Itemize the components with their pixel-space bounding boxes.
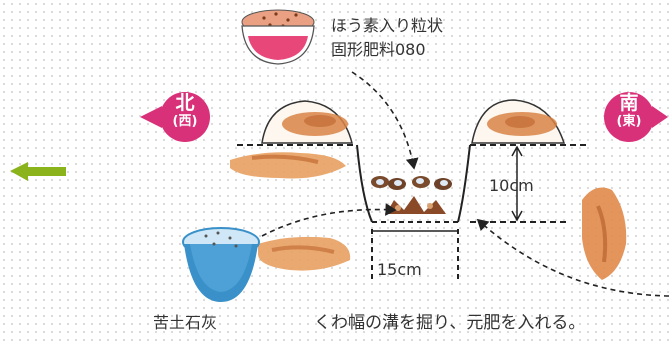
- caption: くわ幅の溝を掘り、元肥を入れる。: [314, 313, 586, 333]
- depth-dimension: [470, 145, 570, 223]
- right-ridge: [471, 99, 566, 144]
- width-dimension: [371, 229, 459, 282]
- width-pointer-arrow: [476, 218, 669, 297]
- north-label: 北 (西): [162, 93, 208, 130]
- soil-patches: [230, 152, 627, 280]
- fertilizer-bowl: [241, 9, 315, 65]
- fertilizer-label-line1: ほう素入り粒状: [331, 16, 444, 35]
- left-ridge: [261, 100, 353, 144]
- width-label: 15cm: [377, 260, 422, 279]
- south-subtext: (東): [616, 114, 642, 129]
- fertilizer-label: ほう素入り粒状 固形肥料080: [331, 14, 443, 62]
- trench: [356, 144, 471, 223]
- lime-label: 苦土石灰: [153, 313, 218, 332]
- depth-label: 10cm: [489, 176, 534, 195]
- direction-arrow: [10, 162, 66, 181]
- lime-bowl: [182, 227, 260, 302]
- fertilizer-label-line2: 固形肥料080: [331, 40, 426, 59]
- south-label: 南 (東): [606, 93, 652, 130]
- trench-contents: [371, 176, 452, 214]
- lime-arrow: [261, 203, 397, 237]
- south-badge: [604, 92, 668, 142]
- north-subtext: (西): [172, 114, 198, 129]
- south-text: 南: [619, 92, 639, 114]
- north-text: 北: [175, 92, 195, 114]
- north-badge: [140, 92, 210, 142]
- fertilizer-arrow: [351, 71, 419, 170]
